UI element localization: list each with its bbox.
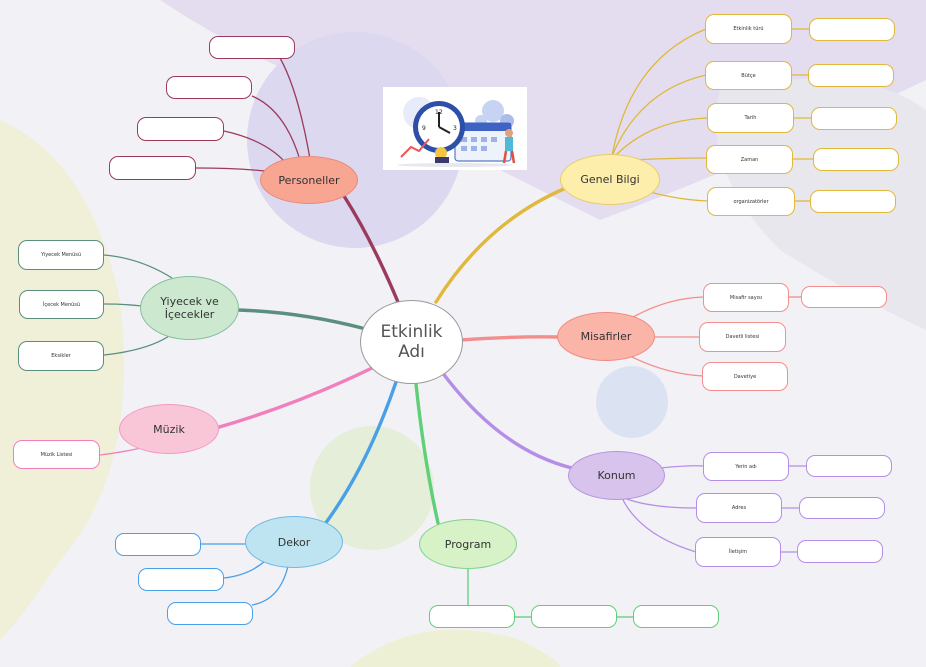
svg-text:12: 12 xyxy=(435,109,443,116)
link-genel-sub xyxy=(611,28,707,157)
genel-bilgi-subtopic[interactable]: Zaman xyxy=(706,145,793,174)
genel-bilgi-detail[interactable] xyxy=(808,64,894,87)
link-program xyxy=(414,382,440,525)
genel-bilgi-detail[interactable] xyxy=(813,148,899,171)
topic-misafirler[interactable]: Misafirler xyxy=(557,312,655,361)
topic-genel-bilgi[interactable]: Genel Bilgi xyxy=(560,154,660,205)
genel-bilgi-subtopic[interactable]: Etkinlik türü xyxy=(705,14,792,44)
misafirler-subtopic[interactable]: Davetli listesi xyxy=(699,322,786,352)
link-personel-sub xyxy=(279,57,311,160)
link-misafir-sub xyxy=(627,354,704,377)
topic-personeller[interactable]: Personeller xyxy=(260,156,358,204)
misafirler-subtopic[interactable]: Misafir sayısı xyxy=(703,283,789,312)
genel-bilgi-detail[interactable] xyxy=(809,18,895,41)
genel-bilgi-subtopic[interactable]: organizatörler xyxy=(707,187,795,216)
link-personel-sub xyxy=(195,167,266,172)
topic-program[interactable]: Program xyxy=(419,519,517,569)
dekor-subtopic[interactable] xyxy=(167,602,253,625)
link-personel-sub xyxy=(223,130,286,163)
topic-yiyecek-ve-icecekler[interactable]: Yiyecek ve İçecekler xyxy=(140,276,239,340)
program-subtopic[interactable] xyxy=(633,605,719,628)
yiyecek-subtopic[interactable]: Yiyecek Menüsü xyxy=(18,240,104,270)
konum-subtopic[interactable]: Adres xyxy=(696,493,782,523)
program-subtopic[interactable] xyxy=(429,605,515,628)
yiyecek-subtopic[interactable]: İçecek Menüsü xyxy=(19,290,104,319)
konum-detail[interactable] xyxy=(806,455,892,477)
link-muzik xyxy=(214,366,374,430)
link-konum xyxy=(440,370,574,470)
program-subtopic[interactable] xyxy=(531,605,617,628)
link-yiyecek-sub xyxy=(103,333,173,356)
dekor-subtopic[interactable] xyxy=(115,533,201,556)
link-personel-sub xyxy=(251,95,301,161)
calendar-clock-icon: 12 9 3 xyxy=(383,87,527,170)
link-genel-sub xyxy=(613,117,709,158)
link-konum-sub xyxy=(623,497,698,509)
link-dekor-sub xyxy=(223,559,267,579)
link-genel-sub xyxy=(649,191,709,202)
link-yiyecek-sub xyxy=(103,303,143,307)
personeller-subtopic[interactable] xyxy=(137,117,224,141)
link-personeller xyxy=(342,194,400,304)
genel-bilgi-detail[interactable] xyxy=(811,107,897,130)
link-dekor xyxy=(320,380,398,530)
yiyecek-subtopic[interactable]: Eksikler xyxy=(18,341,104,371)
topic-muzik[interactable]: Müzik xyxy=(119,404,219,454)
link-dekor-sub xyxy=(251,565,289,606)
link-konum-sub xyxy=(659,465,705,469)
svg-text:3: 3 xyxy=(453,125,457,132)
konum-subtopic[interactable]: Yerin adı xyxy=(703,452,789,481)
konum-detail[interactable] xyxy=(799,497,885,519)
genel-bilgi-subtopic[interactable]: Bütçe xyxy=(705,61,792,90)
muzik-subtopic[interactable]: Müzik Listesi xyxy=(13,440,100,469)
topic-dekor[interactable]: Dekor xyxy=(245,516,343,568)
link-yiyecek-sub xyxy=(103,254,173,279)
link-yiyecek xyxy=(236,308,364,330)
konum-subtopic[interactable]: İletişim xyxy=(695,537,781,567)
svg-text:9: 9 xyxy=(422,125,426,132)
konum-detail[interactable] xyxy=(797,540,883,563)
misafirler-detail[interactable] xyxy=(801,286,887,308)
link-misafirler xyxy=(458,335,560,342)
dekor-subtopic[interactable] xyxy=(138,568,224,591)
genel-bilgi-detail[interactable] xyxy=(810,190,896,213)
central-topic[interactable]: Etkinlik Adı xyxy=(360,300,463,384)
misafirler-subtopic[interactable]: Davetiye xyxy=(702,362,788,391)
personeller-subtopic[interactable] xyxy=(166,76,252,99)
topic-konum[interactable]: Konum xyxy=(568,451,665,500)
event-illustration: 12 9 3 xyxy=(383,87,527,170)
link-misafir-sub xyxy=(627,296,705,321)
link-konum-sub xyxy=(621,497,697,553)
personeller-subtopic[interactable] xyxy=(209,36,295,59)
genel-bilgi-subtopic[interactable]: Tarih xyxy=(707,103,794,133)
link-genel-sub xyxy=(611,74,707,157)
link-genel-bilgi xyxy=(434,186,568,304)
personeller-subtopic[interactable] xyxy=(109,156,196,180)
